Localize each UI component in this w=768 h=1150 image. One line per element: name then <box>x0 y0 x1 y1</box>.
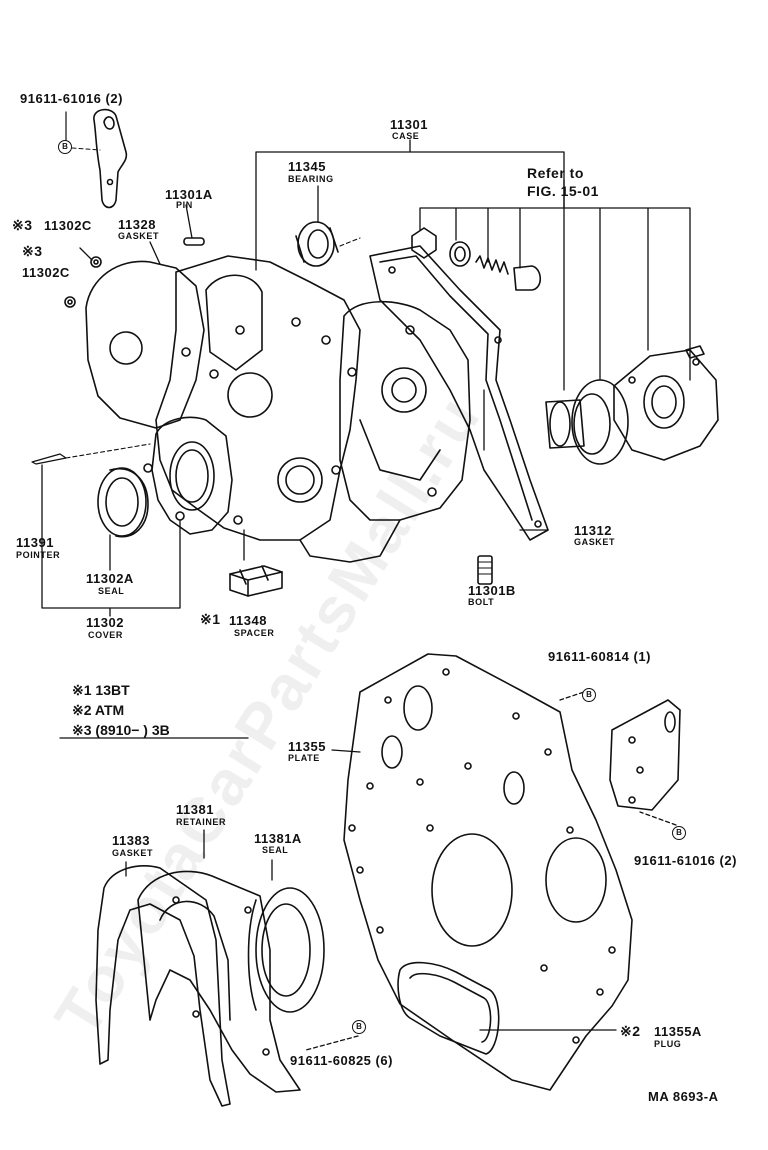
label-seal-retainer-number: 11381A <box>254 831 302 846</box>
label-case-name: CASE <box>392 131 420 141</box>
diagram-reference: MA 8693-A <box>648 1089 719 1104</box>
label-gasket-case-name: GASKET <box>118 231 160 241</box>
label-bolt-stud-number: 11301B <box>468 583 516 598</box>
label-seal-number: 11302A <box>86 571 134 586</box>
legend-1-mark: ※1 <box>72 682 92 698</box>
label-plug-number: 11355A <box>654 1024 702 1039</box>
label-pin-name: PIN <box>176 200 193 210</box>
label-case-number: 11301 <box>390 117 428 132</box>
leader-lines <box>41 139 691 1051</box>
case-gasket-outline <box>369 245 549 541</box>
bracket-top-left <box>65 108 128 209</box>
legend-3: ※3 (8910− ) 3B <box>72 722 170 739</box>
label-plate-name: PLATE <box>288 753 320 763</box>
bolt-marker-icon: B <box>352 1020 366 1034</box>
label-plug-mark: ※2 <box>620 1023 641 1039</box>
label-gasket-plate-number: 11312 <box>574 523 612 538</box>
label-bolt-stud-name: BOLT <box>468 597 495 607</box>
legend-3-mark: ※3 <box>72 722 92 738</box>
label-gasket-case-number: 11328 <box>118 217 156 232</box>
bolt-marker-icon: B <box>672 826 686 840</box>
legend-3-text: (8910− ) 3B <box>95 722 170 738</box>
label-cover-number: 11302 <box>86 615 124 630</box>
label-gasket-plate-name: GASKET <box>574 537 616 547</box>
label-cover-name: COVER <box>88 630 124 640</box>
label-refer-line1: Refer to <box>527 165 584 181</box>
label-bolt-top-left: 91611-61016 (2) <box>20 91 123 106</box>
case-cover-assembly <box>85 255 471 563</box>
legend-1-text: 13BT <box>95 682 130 698</box>
case-small-parts <box>31 221 493 597</box>
label-pointer-name: POINTER <box>16 550 61 560</box>
label-gasket-retainer-name: GASKET <box>112 848 154 858</box>
bolt-marker-icon: B <box>582 688 596 702</box>
legend-1: ※1 13BT <box>72 682 130 699</box>
label-washer-b-number: 11302C <box>22 265 70 280</box>
legend-2-mark: ※2 <box>72 702 92 718</box>
label-retainer-number: 11381 <box>176 802 214 817</box>
bolt-marker-icon: B <box>58 140 72 154</box>
oil-pump-parts <box>411 227 719 465</box>
label-seal-name: SEAL <box>98 586 125 596</box>
label-bearing-name: BEARING <box>288 174 334 184</box>
label-bearing-number: 11345 <box>288 159 326 174</box>
label-bolt-retainer: 91611-60825 (6) <box>290 1053 393 1068</box>
label-spacer-number: 11348 <box>229 613 267 628</box>
label-bolt-bracket: 91611-61016 (2) <box>634 853 737 868</box>
label-retainer-name: RETAINER <box>176 817 227 827</box>
label-spacer-name: SPACER <box>234 628 275 638</box>
label-spacer-mark: ※1 <box>200 611 221 627</box>
label-washer-b-mark: ※3 <box>22 243 43 259</box>
label-bolt-plate-top: 91611-60814 (1) <box>548 649 651 664</box>
label-pin-number: 11301A <box>165 187 213 202</box>
bracket-right <box>609 699 681 811</box>
rear-retainer-assembly <box>95 865 325 1107</box>
label-gasket-retainer-number: 11383 <box>112 833 150 848</box>
label-refer-line2: FIG. 15-01 <box>527 183 599 199</box>
label-washer-a-mark: ※3 <box>12 217 33 233</box>
legend-2-text: ATM <box>94 702 125 718</box>
legend-2: ※2 ATM <box>72 702 124 719</box>
label-pointer-number: 11391 <box>16 535 54 550</box>
label-plug-name: PLUG <box>654 1039 682 1049</box>
label-plate-number: 11355 <box>288 739 326 754</box>
label-washer-a-number: 11302C <box>44 218 92 233</box>
label-seal-retainer-name: SEAL <box>262 845 289 855</box>
end-plate <box>343 653 633 1091</box>
